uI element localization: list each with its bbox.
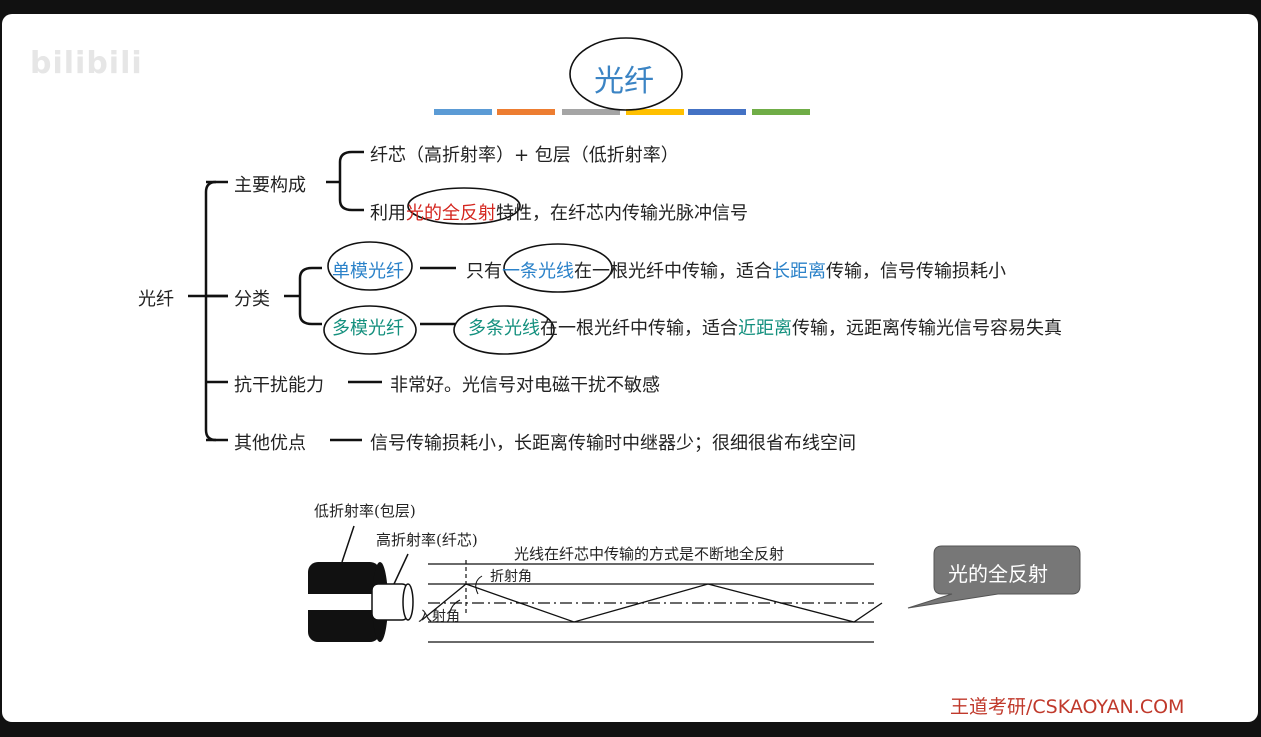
incidence-angle-label: 入射角: [418, 609, 460, 625]
color-bar: [626, 109, 684, 115]
text-segment: 只有: [466, 261, 502, 282]
page-title: 光纤: [594, 64, 654, 99]
composition-total-reflection: 利用光的全反射特性，在纤芯内传输光脉冲信号: [370, 199, 748, 225]
cladding-label: 低折射率(包层): [314, 502, 416, 520]
text-segment: 特性，在纤芯内传输光脉冲信号: [496, 203, 748, 224]
refraction-angle-label: 折射角: [490, 569, 532, 585]
fiber-figure: [308, 525, 883, 643]
highlight-one-ray: 一条光线: [502, 261, 574, 282]
highlight-multi-ray: 多条光线: [468, 318, 540, 339]
multi-mode-desc: 多条光线在一根光纤中传输，适合近距离传输，远距离传输光信号容易失真: [468, 314, 1062, 340]
callout-text: 光的全反射: [948, 562, 1048, 586]
text-segment: 利用: [370, 203, 406, 224]
branch-other-advantages: 其他优点: [234, 433, 306, 454]
core-label: 高折射率(纤芯): [376, 531, 478, 549]
text-segment: 传输，远距离传输光信号容易失真: [792, 318, 1062, 339]
root-node: 光纤: [138, 289, 174, 310]
text-segment: 在一根光纤中传输，适合: [540, 318, 738, 339]
multi-mode-fiber: 多模光纤: [332, 318, 404, 339]
watermark: bilibili: [30, 46, 143, 81]
single-mode-desc: 只有一条光线在一根光纤中传输，适合长距离传输，信号传输损耗小: [466, 257, 1006, 283]
color-bar: [562, 109, 620, 115]
interference-desc: 非常好。光信号对电磁干扰不敏感: [390, 375, 660, 396]
mindmap-connectors: [188, 150, 456, 442]
single-mode-fiber: 单模光纤: [332, 261, 404, 282]
color-bar: [688, 109, 746, 115]
branch-interference: 抗干扰能力: [234, 375, 324, 396]
highlight-short-distance: 近距离: [738, 318, 792, 339]
diagram-lines: [188, 37, 1081, 643]
highlight-total-reflection: 光的全反射: [406, 203, 496, 224]
branch-classification: 分类: [234, 289, 270, 310]
branch-main-composition: 主要构成: [234, 175, 306, 196]
footer-brand: 王道考研/CSKAOYAN.COM: [950, 696, 1185, 718]
hand-drawn-circles: [323, 37, 683, 355]
highlight-long-distance: 长距离: [772, 261, 826, 282]
slide: bilibili 光纤: [2, 14, 1258, 722]
color-bar: [434, 109, 492, 115]
other-advantages-desc: 信号传输损耗小，长距离传输时中继器少；很细很省布线空间: [370, 433, 856, 454]
color-bar: [497, 109, 555, 115]
text-segment: 传输，信号传输损耗小: [826, 261, 1006, 282]
callout-bubble: [907, 545, 1081, 609]
color-bar: [752, 109, 810, 115]
text-segment: 在一根光纤中传输，适合: [574, 261, 772, 282]
figure-caption: 光线在纤芯中传输的方式是不断地全反射: [514, 545, 785, 563]
composition-core-cladding: 纤芯（高折射率）+ 包层（低折射率）: [370, 145, 679, 166]
